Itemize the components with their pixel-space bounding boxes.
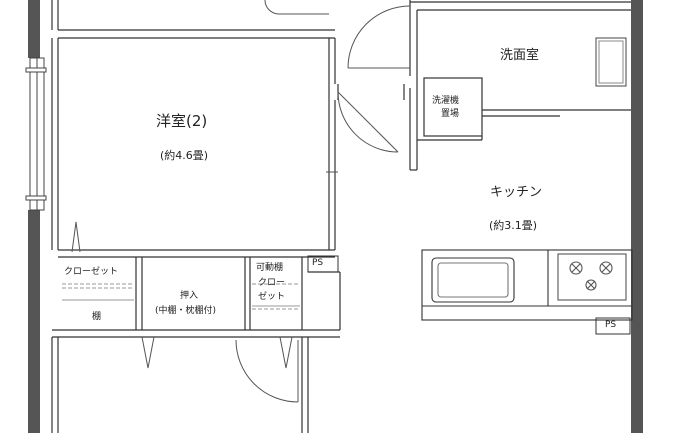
exterior-walls bbox=[28, 0, 643, 433]
western-room-area: (約4.6畳) bbox=[160, 149, 209, 162]
left-wall-upper bbox=[28, 0, 40, 58]
left-wall-lower bbox=[28, 210, 40, 433]
doors bbox=[71, 0, 411, 403]
movable-closet-line1: 可動棚 bbox=[256, 263, 284, 273]
ps-lower-box bbox=[595, 317, 631, 335]
closet-details bbox=[62, 283, 300, 310]
interior-walls bbox=[51, 0, 631, 433]
ps-upper-label: PS bbox=[312, 258, 324, 268]
kitchen-name: キッチン bbox=[490, 185, 543, 200]
kitchen-counter bbox=[421, 249, 633, 321]
movable-closet-line3: ゼット bbox=[258, 292, 286, 302]
movable-closet-line2: クロー bbox=[258, 278, 286, 288]
kitchen-area: (約3.1畳) bbox=[489, 219, 538, 232]
closet-left-shelf: 棚 bbox=[92, 312, 102, 322]
oshiire-name: 押入 bbox=[180, 291, 199, 301]
closet-left-label: クローゼット bbox=[64, 267, 119, 277]
laundry-label-line2: 置場 bbox=[441, 109, 460, 119]
washroom-name: 洗面室 bbox=[500, 48, 540, 63]
right-wall bbox=[631, 0, 643, 433]
ps-lower-label: PS bbox=[605, 320, 617, 330]
western-room-name: 洋室(2) bbox=[156, 112, 208, 130]
oshiire-detail: (中棚・枕棚付) bbox=[155, 306, 217, 316]
washroom-basin bbox=[595, 37, 627, 87]
left-window bbox=[25, 57, 47, 211]
ps-upper-box bbox=[307, 255, 339, 273]
laundry-label-line1: 洗濯機 bbox=[432, 96, 460, 106]
